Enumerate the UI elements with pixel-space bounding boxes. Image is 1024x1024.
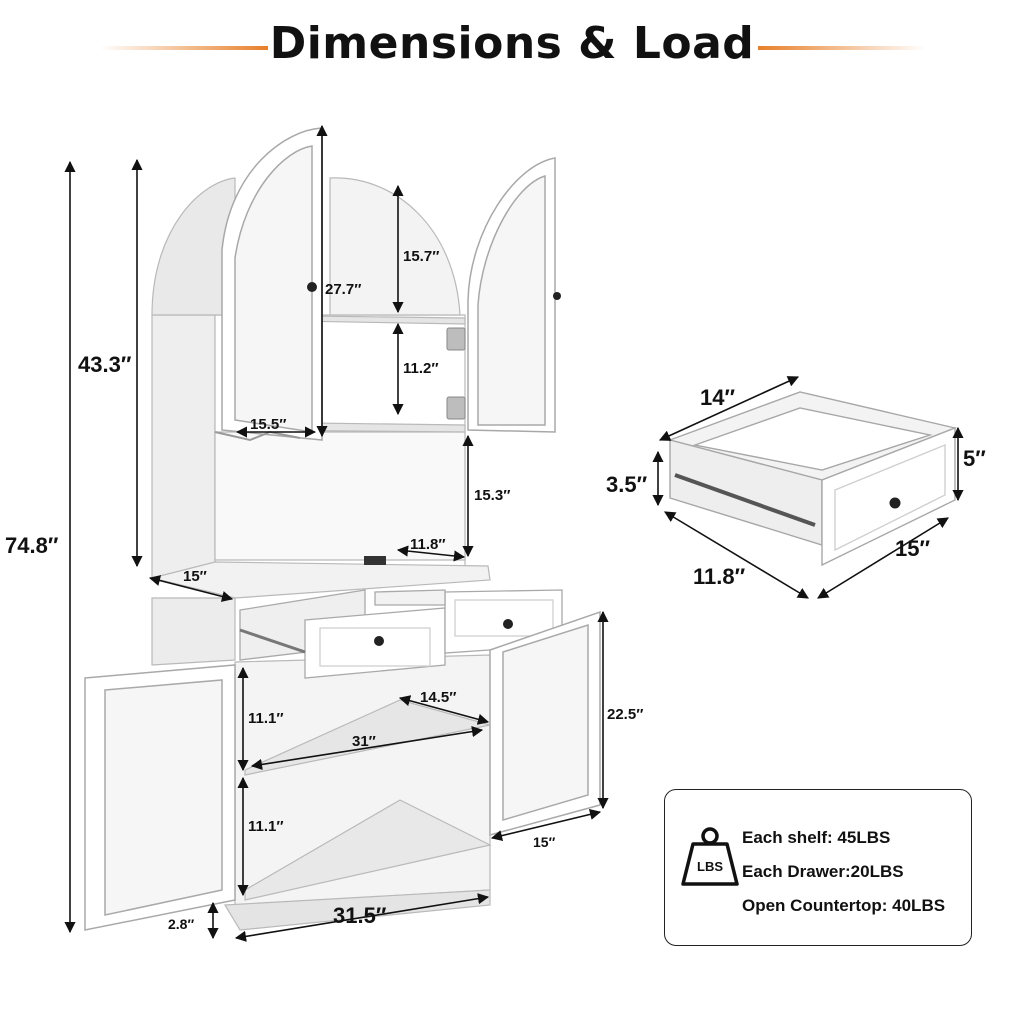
drawer-dimension-lines [652,376,964,599]
dim-middle-shelf-height: 11.2″ [403,360,439,377]
cabinet-dimension-lines [64,124,609,942]
dim-upper-height: 43.3″ [78,352,132,377]
dim-top-shelf-height: 15.7″ [403,248,440,265]
load-capacity-box: LBS Each shelf: 45LBS Each Drawer:20LBS … [664,789,972,946]
dim-open-area-depth: 11.8″ [410,536,446,553]
dim-drawer-inner-height: 3.5″ [606,472,648,497]
dim-counter-depth: 15″ [183,568,207,585]
dim-lower-lower-gap: 11.1″ [248,818,284,835]
title-rule-left [100,46,268,50]
arch-doors [221,127,556,441]
dim-drawer-depth: 15″ [895,536,931,561]
dim-drawer-front-height: 5″ [963,446,986,471]
dim-drawer-inner-depth: 11.8″ [693,564,746,589]
dim-lower-shelf-depth: 14.5″ [420,689,457,706]
dim-total-height: 74.8″ [5,533,59,558]
dim-upper-inner-width: 15.5″ [250,416,287,433]
weight-lbs-icon: LBS [681,827,739,886]
dim-total-width: 31.5″ [333,903,387,928]
page-title: Dimensions & Load [269,18,755,69]
lower-doors [84,610,601,931]
dim-lower-shelf-width: 31″ [352,733,376,750]
dim-arch-door-height: 27.7″ [325,281,362,298]
dim-lower-height: 22.5″ [607,706,644,723]
dim-lower-upper-gap: 11.1″ [248,710,284,727]
dim-lower-depth: 15″ [533,834,556,850]
title-rule-right [758,46,926,50]
weight-icon-label: LBS [697,859,723,874]
load-drawer: Each Drawer:20LBS [742,862,904,881]
load-shelf: Each shelf: 45LBS [742,828,891,847]
dim-base-height: 2.8″ [168,916,195,932]
dim-drawer-width: 14″ [700,385,736,410]
dim-open-area-height: 15.3″ [474,487,511,504]
load-countertop: Open Countertop: 40LBS [742,896,946,915]
